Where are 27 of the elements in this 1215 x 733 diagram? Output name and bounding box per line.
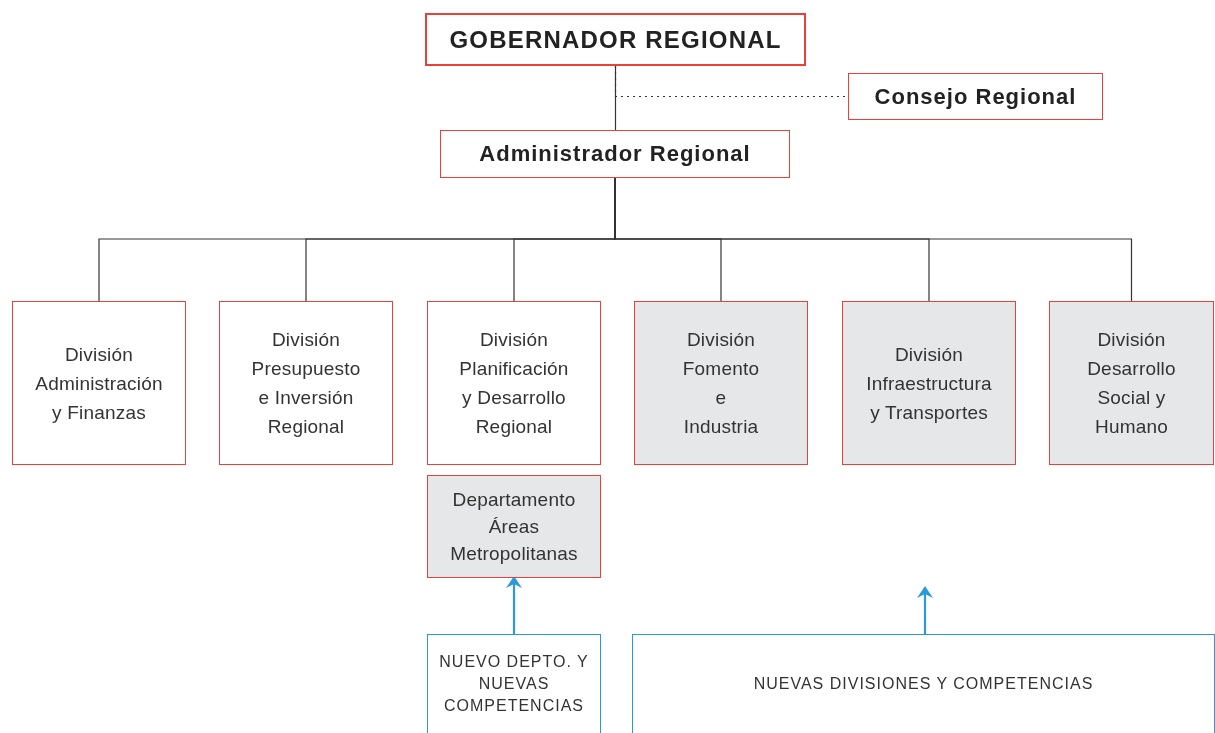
admin-box [440, 130, 790, 178]
node-label: División Desarrollo Social y Humano [1086, 328, 1177, 439]
node-label: GOBERNADOR REGIONAL [449, 25, 782, 54]
title-box [425, 13, 806, 66]
council-box [848, 73, 1103, 120]
connector-line [614, 65, 617, 131]
node-label: NUEVAS DIVISIONES Y COMPETENCIAS [753, 674, 1094, 694]
division-box [219, 301, 393, 465]
node-label: División Planificación y Desarrollo Regional [458, 328, 570, 439]
division-box [634, 301, 808, 465]
division-box [1049, 301, 1214, 465]
node-label: División Administración y Finanzas [34, 342, 164, 425]
node-label: División Infraestructura y Transportes [865, 342, 993, 425]
node-label: División Presupuesto e Inversión Regional [250, 328, 362, 439]
node-label: Consejo Regional [874, 83, 1077, 110]
division-box [12, 301, 186, 465]
node-label: NUEVO DEPTO. Y NUEVAS COMPETENCIAS [438, 652, 590, 716]
division-box [427, 301, 601, 465]
department-box [427, 475, 601, 578]
arrow [917, 586, 933, 634]
node-label: Departamento Áreas Metropolitanas [449, 488, 579, 566]
note-box [427, 634, 601, 733]
division-box [842, 301, 1016, 465]
node-label: Administrador Regional [479, 141, 751, 167]
note-box [632, 634, 1215, 733]
node-label: División Fomento e Industria [681, 328, 761, 439]
arrow [506, 576, 522, 634]
